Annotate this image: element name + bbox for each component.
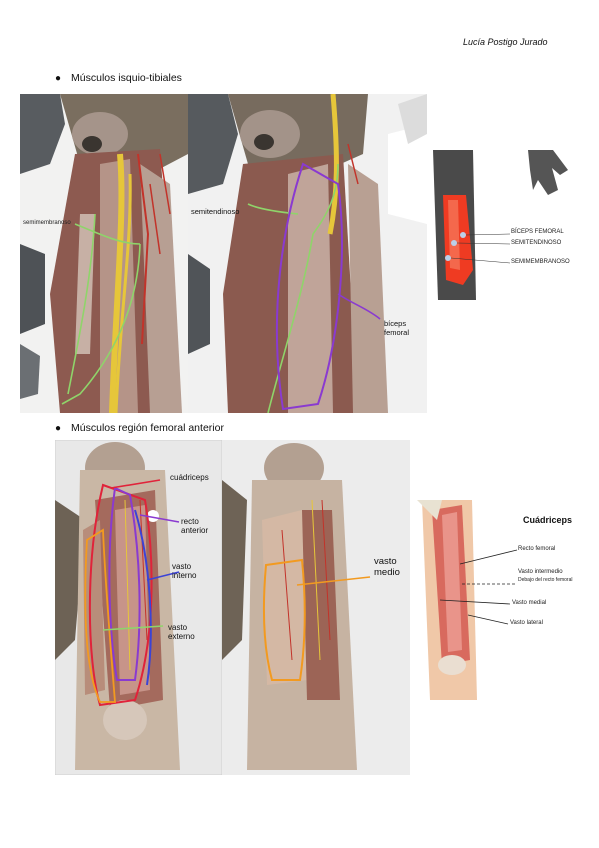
label-vasto-medio: vasto medio (374, 556, 400, 578)
label-semimembranoso: semimembranoso (23, 220, 71, 226)
bullet-icon: ● (55, 422, 62, 434)
bullet-icon: ● (55, 72, 62, 84)
section-title: Músculos región femoral anterior (71, 422, 224, 434)
hamstrings-photo-1: semimembranoso (20, 94, 188, 413)
author-name: Lucía Postigo Jurado (463, 37, 548, 47)
label-recto-femoral: Recto femoral (518, 546, 556, 552)
quadriceps-reference-diagram: Cuádriceps Recto femoral Vasto intermedi… (412, 500, 590, 700)
label-vasto-interno: vasto interno (172, 562, 197, 580)
label-vasto-medial: Vasto medial (512, 600, 547, 606)
quadriceps-photo-2: vasto medio (222, 440, 410, 775)
label-semitendinoso-ref: SEMITENDINOSO (511, 240, 562, 246)
label-biceps-femoral: bíceps femoral (384, 319, 410, 337)
label-debajo-recto-femoral: Debajo del recto femoral (518, 577, 573, 583)
section-heading-hamstrings: ● Músculos isquio-tibiales (55, 72, 182, 84)
section-heading-anterior: ● Músculos región femoral anterior (55, 422, 224, 434)
hamstrings-photo-2: semitendinoso bíceps femoral (188, 94, 427, 413)
label-vasto-externo: vasto externo (168, 623, 195, 641)
label-cuadriceps: cuádriceps (170, 473, 209, 482)
section-title: Músculos isquio-tibiales (71, 72, 182, 84)
hamstrings-reference-diagram: BÍCEPS FEMORAL SEMITENDINOSO SEMIMEMBRAN… (428, 150, 588, 305)
label-semimembranoso-ref: SEMIMEMBRANOSO (511, 259, 570, 265)
label-vasto-intermedio: Vasto intermedio (518, 569, 563, 575)
label-semitendinoso: semitendinoso (191, 207, 240, 216)
label-biceps-femoral-ref: BÍCEPS FEMORAL (511, 229, 564, 235)
label-recto-anterior: recto anterior (181, 517, 209, 535)
quadriceps-title: Cuádriceps (523, 515, 573, 525)
quadriceps-photo-1: cuádriceps recto anterior vasto interno … (55, 440, 222, 775)
label-vasto-lateral: Vasto lateral (510, 620, 543, 626)
